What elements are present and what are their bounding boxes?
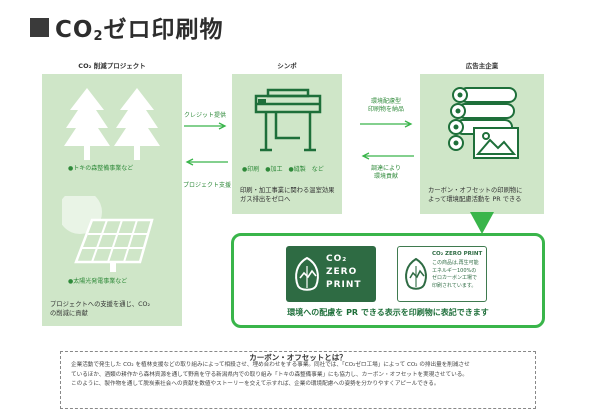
callout-connector-icon <box>470 212 494 234</box>
support-arrow-label: プロジェクト支援 <box>182 182 231 189</box>
title-square-icon <box>30 17 49 37</box>
procure-arrow-icon <box>361 152 414 160</box>
note-title: カーボン・オフセットとは？ <box>241 353 355 362</box>
dark-badge-line3: PRINT <box>326 280 362 290</box>
co2-zero-print-dark-badge: CO₂ ZERO PRINT <box>286 246 376 302</box>
co2-zero-print-light-badge: CO₂ ZERO PRINT この商品は,再生可能 エネルギー100%の ゼロカ… <box>397 246 487 302</box>
forest-icon <box>64 88 160 160</box>
deliver-arrow-label-line1: 環境配慮型 <box>370 98 401 105</box>
column-header-co2-project: CO₂ 削減プロジェクト <box>78 62 146 70</box>
light-badge-line2: エネルギー100%の <box>432 267 477 274</box>
credit-arrow-icon <box>184 122 227 130</box>
note-line1: 企業活動で発生した CO₂ を植林支援などの取り組みによって相殺させ、埋め合わせ… <box>71 362 470 368</box>
carbon-offset-note: カーボン・オフセットとは？ 企業活動で発生した CO₂ を植林支援などの取り組み… <box>60 351 536 409</box>
shinpo-panel: ●印刷 ●加工 ●縫製 など 印刷・加工事業に関わる温室効果 ガス排出をゼロへ <box>232 74 342 214</box>
shinpo-text-line1: 印刷・加工事業に関わる温室効果 <box>240 187 335 194</box>
light-badge-line4: 印刷されています。 <box>432 282 477 289</box>
title-subscript: 2 <box>93 29 104 44</box>
solar-project-tag: ●太陽光発電事業など <box>68 278 128 285</box>
shinpo-process-tags: ●印刷 ●加工 ●縫製 など <box>242 166 324 173</box>
deliver-arrow-label-line2: 印刷物を納品 <box>367 106 404 113</box>
procure-arrow-label-line2: 環境貢献 <box>373 173 398 180</box>
advertiser-text-line2: よって環境配慮活動を PR できる <box>428 196 522 203</box>
co2-project-text-line2: の削減に貢献 <box>50 310 88 317</box>
procure-arrow-label-line1: 調達により <box>371 165 401 172</box>
leaf-logo-icon <box>295 256 319 291</box>
printer-icon <box>254 88 322 152</box>
credit-arrow-label: クレジット提供 <box>183 112 226 119</box>
light-badge-line3: ゼロカーボン工場で <box>432 275 478 281</box>
deliver-arrow-icon <box>360 120 413 128</box>
dark-badge-line1: CO₂ <box>326 254 348 264</box>
advertiser-panel: カーボン・オフセットの印刷物に よって環境配慮活動を PR できる <box>420 74 544 214</box>
column-header-shinpo: シンポ <box>277 62 297 70</box>
co2-project-panel: ●トキの森整備事業など ●太陽光発電事業など プロジェクトへの支援を通じ、CO₂… <box>42 74 182 326</box>
callout-caption: 環境への配慮を PR できる表示を印刷物に表記できます <box>287 308 489 317</box>
note-line3: このように、製作物を通して脱炭素社会への貢献を数値やストーリーを交えて示すれば、… <box>71 381 440 387</box>
shinpo-text-line2: ガス排出をゼロへ <box>240 196 291 203</box>
co2-project-text-line1: プロジェクトへの支援を通じ、CO₂ <box>50 301 151 308</box>
forest-project-tag: ●トキの森整備事業など <box>68 165 134 172</box>
solar-panel-icon <box>62 196 154 272</box>
title-rest: ゼロ印刷物 <box>103 17 224 43</box>
support-arrow-icon <box>185 158 228 166</box>
light-badge-line1: この商品は,再生可能 <box>432 260 479 266</box>
printed-rolls-icon <box>448 87 519 159</box>
label-callout: CO₂ ZERO PRINT CO₂ ZERO PRINT この商品は,再生可能… <box>231 233 545 328</box>
title-main: CO <box>55 17 94 43</box>
note-line2: ているほか、酒類の耕作から森林資源を通して野鳥を守る新潟県内での取り組み「トキの… <box>71 371 468 378</box>
leaf-logo-outline-icon <box>405 257 427 290</box>
light-badge-title: CO₂ ZERO PRINT <box>432 251 483 257</box>
page-title: CO2ゼロ印刷物 <box>30 10 223 44</box>
column-header-advertiser: 広告主企業 <box>465 62 499 70</box>
dark-badge-line2: ZERO <box>326 267 358 277</box>
advertiser-text-line1: カーボン・オフセットの印刷物に <box>428 187 523 194</box>
